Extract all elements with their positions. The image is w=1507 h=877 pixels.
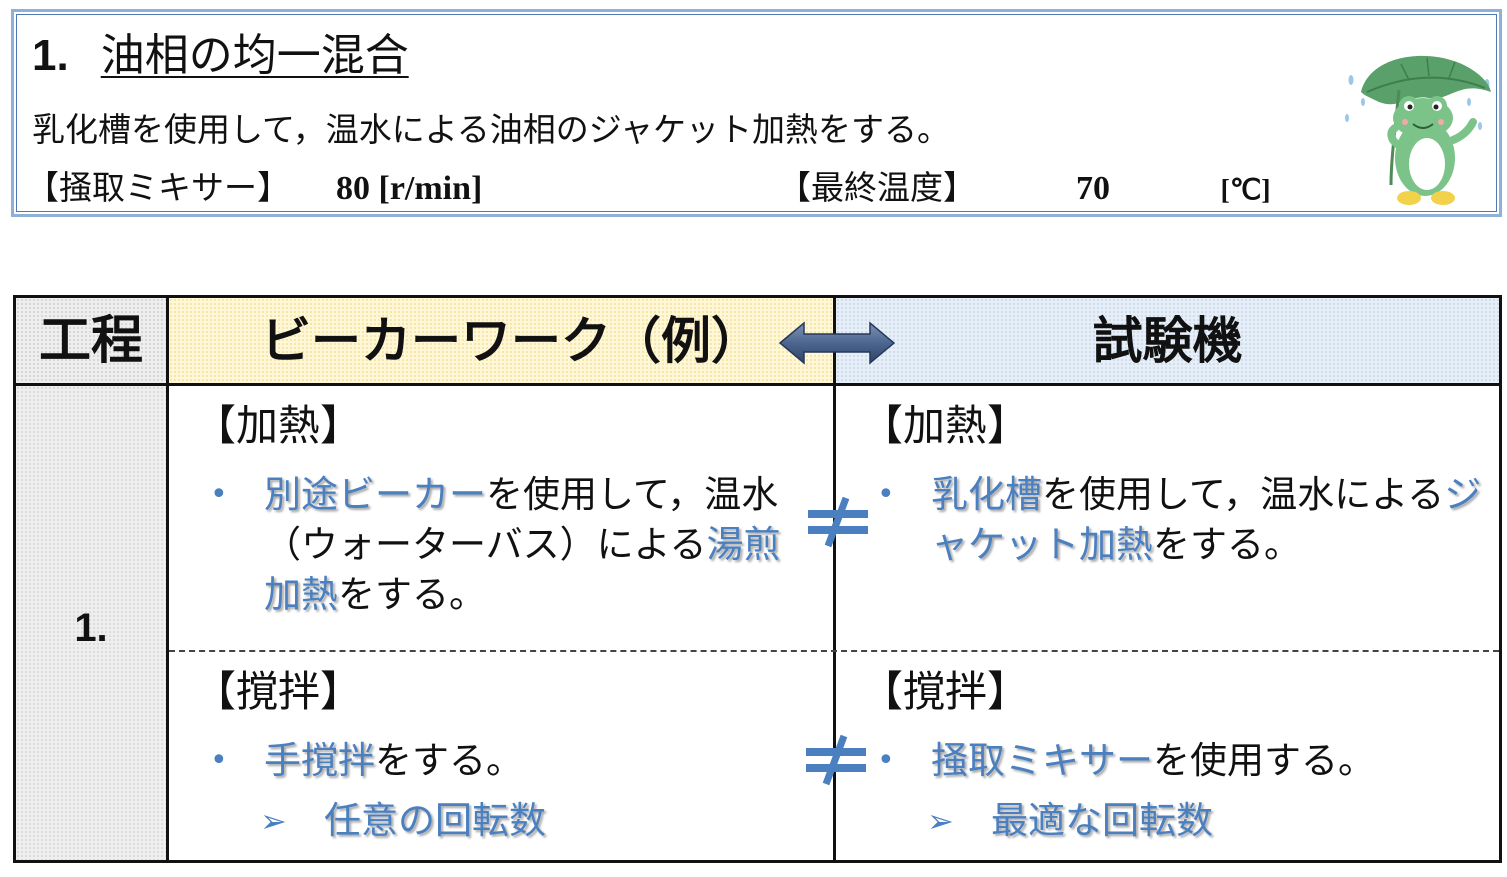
bullet-icon: • bbox=[877, 743, 895, 778]
step-title-text: 油相の均一混合 bbox=[100, 30, 409, 81]
frog-with-leaf-umbrella-icon bbox=[1345, 55, 1491, 205]
not-equal-icon bbox=[808, 496, 868, 548]
beaker-stirring-subitem: ➢ 任意の回転数 bbox=[194, 796, 814, 846]
step-title-number: 1. bbox=[32, 31, 69, 80]
column-divider bbox=[833, 386, 836, 860]
tester-stirring-hl: 掻取ミキサー bbox=[931, 739, 1153, 782]
beaker-heating-hl1: 別途ビーカー bbox=[264, 473, 486, 516]
tester-stirring-heading: 【撹拌】 bbox=[861, 667, 1030, 716]
tester-stirring-block: 【撹拌】 • 掻取ミキサーを使用する。 ➢ 最適な回転数 bbox=[861, 664, 1491, 846]
arrow-bullet-icon: ➢ bbox=[260, 802, 287, 840]
beaker-heating-heading: 【加熱】 bbox=[194, 401, 363, 450]
beaker-stirring-block: 【撹拌】 • 手撹拌をする。 ➢ 任意の回転数 bbox=[194, 664, 814, 846]
beaker-stirring-text: をする。 bbox=[375, 739, 523, 782]
tester-heating-text1: を使用して，温水による bbox=[1042, 473, 1445, 516]
temperature-label: 【最終温度】 bbox=[778, 168, 976, 207]
not-equal-icon bbox=[806, 734, 866, 786]
bullet-icon: • bbox=[877, 477, 895, 512]
tester-stirring-sub-text: 最適な回転数 bbox=[991, 799, 1213, 842]
tester-stirring-subitem: ➢ 最適な回転数 bbox=[861, 796, 1491, 846]
tester-stirring-text: を使用する。 bbox=[1153, 739, 1375, 782]
tester-heating-heading: 【加熱】 bbox=[861, 401, 1030, 450]
temperature-value: 70 bbox=[1076, 170, 1110, 207]
tester-heating-hl1: 乳化槽 bbox=[931, 473, 1042, 516]
step-number-cell: 1. bbox=[16, 386, 169, 860]
tester-heating-item: • 乳化槽を使用して，温水によるジャケット加熱をする。 bbox=[861, 470, 1491, 570]
double-arrow-icon bbox=[778, 321, 896, 365]
beaker-heating-text1: を使用して，温水（ウォーターバス）による bbox=[264, 473, 779, 566]
row-divider bbox=[169, 650, 1499, 652]
header-test-machine: 試験機 bbox=[836, 298, 1499, 386]
header-beaker-work: ビーカーワーク（例） bbox=[169, 298, 836, 386]
arrow-bullet-icon: ➢ bbox=[927, 802, 954, 840]
beaker-stirring-item: • 手撹拌をする。 bbox=[194, 736, 814, 786]
header-step: 工程 bbox=[16, 298, 169, 386]
comparison-table: 工程 ビーカーワーク（例） 試験機 1. 【加熱】 • 別途ビーカーを使用して，… bbox=[13, 295, 1502, 863]
beaker-stirring-hl: 手撹拌 bbox=[264, 739, 375, 782]
mixer-value: 80 [r/min] bbox=[336, 170, 483, 207]
beaker-heating-hl2: 湯煎加熱 bbox=[264, 523, 781, 616]
step-description: 乳化槽を使用して，温水による油相のジャケット加熱をする。 bbox=[32, 110, 951, 149]
step-title: 1. 油相の均一混合 bbox=[32, 26, 409, 86]
mixer-spec: 【掻取ミキサー】 80 [r/min] bbox=[26, 166, 482, 211]
mixer-label: 【掻取ミキサー】 bbox=[26, 168, 290, 207]
step-summary-box: 1. 油相の均一混合 乳化槽を使用して，温水による油相のジャケット加熱をする。 【… bbox=[11, 9, 1502, 217]
temperature-unit: [℃] bbox=[1220, 175, 1271, 206]
temperature-spec: 【最終温度】 70 [℃] bbox=[778, 166, 1271, 213]
beaker-heating-block: 【加熱】 • 別途ビーカーを使用して，温水（ウォーターバス）による湯煎加熱をする… bbox=[194, 398, 814, 620]
bullet-icon: • bbox=[210, 743, 228, 778]
bullet-icon: • bbox=[210, 477, 228, 512]
tester-stirring-item: • 掻取ミキサーを使用する。 bbox=[861, 736, 1491, 786]
beaker-heating-text2: をする。 bbox=[338, 573, 486, 616]
beaker-heating-item: • 別途ビーカーを使用して，温水（ウォーターバス）による湯煎加熱をする。 bbox=[194, 470, 814, 620]
tester-heating-text2: をする。 bbox=[1153, 523, 1301, 566]
tester-heating-block: 【加熱】 • 乳化槽を使用して，温水によるジャケット加熱をする。 bbox=[861, 398, 1491, 570]
tester-heating-hl2: ジャケット加熱 bbox=[931, 473, 1482, 566]
beaker-stirring-heading: 【撹拌】 bbox=[194, 667, 363, 716]
beaker-stirring-sub-text: 任意の回転数 bbox=[324, 799, 546, 842]
